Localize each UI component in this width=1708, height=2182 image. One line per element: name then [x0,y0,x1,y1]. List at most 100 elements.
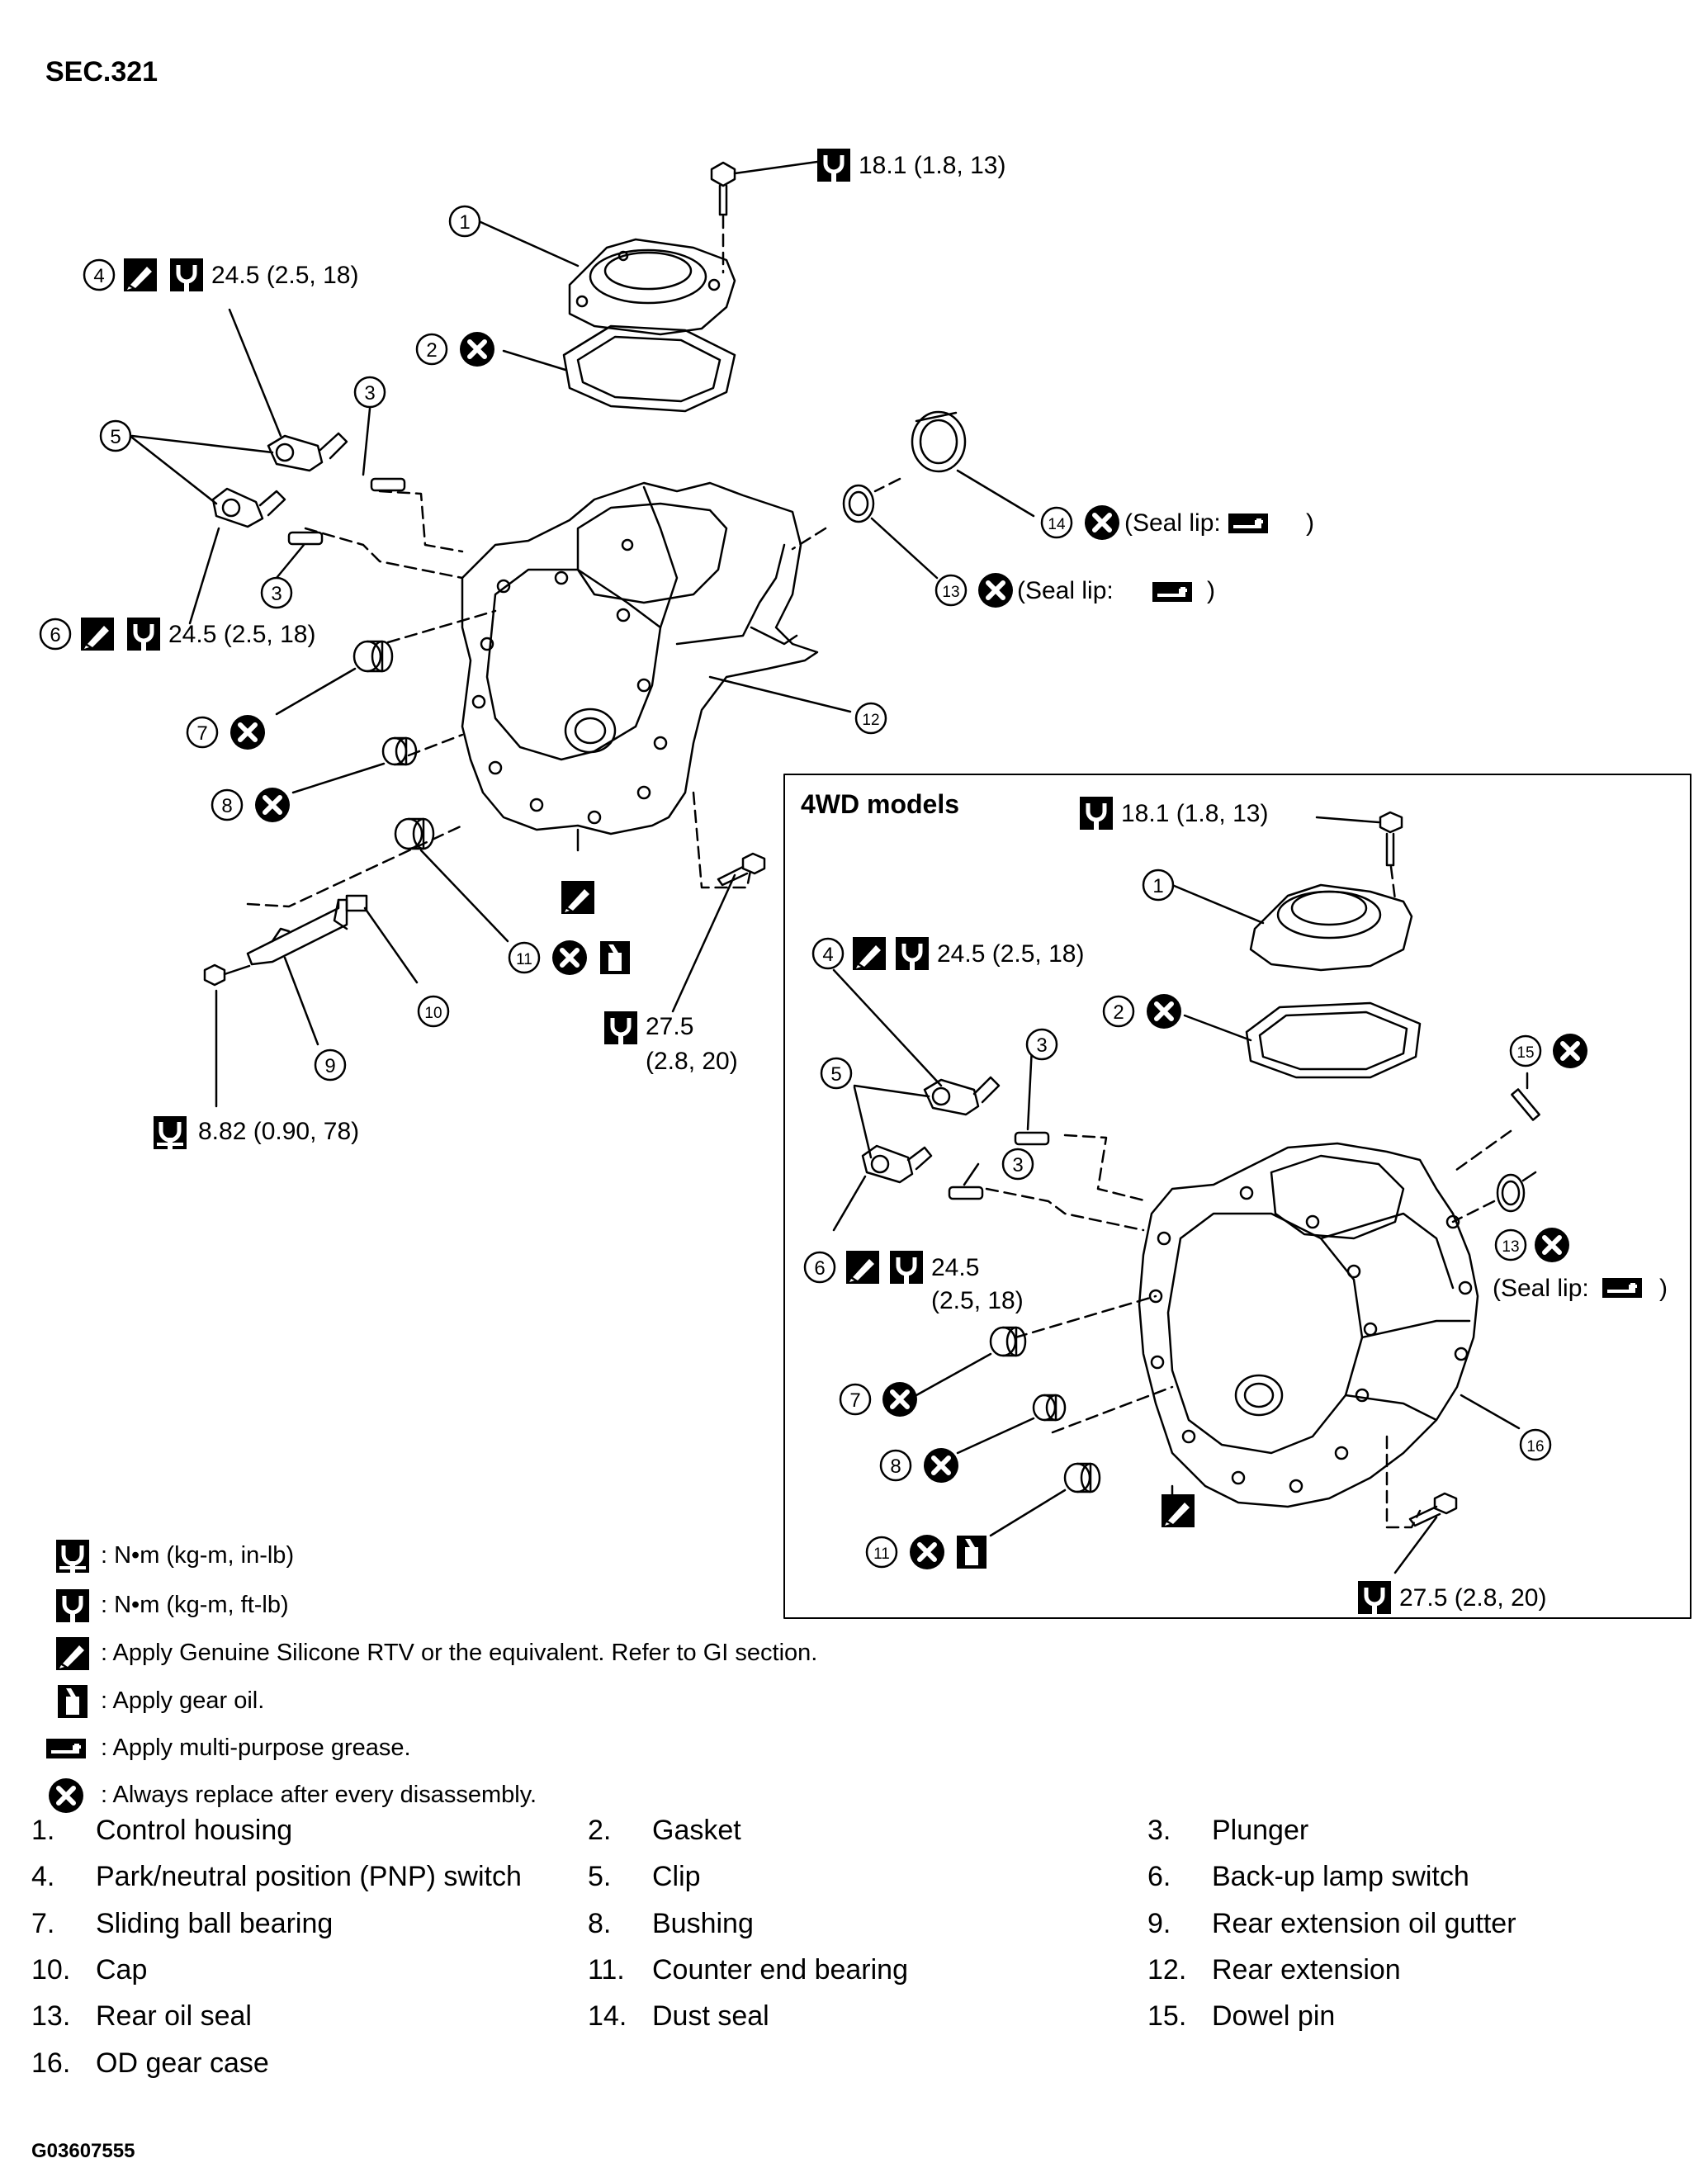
svg-text:1: 1 [459,211,470,234]
part-item: 10.Cap [31,1954,148,1986]
svg-text:1: 1 [1152,875,1163,897]
legend-icons [45,1540,89,1813]
inset-num-3a: 3 [1025,1028,1058,1061]
svg-text:9: 9 [324,1055,335,1077]
svg-text:15: 15 [1516,1044,1534,1062]
part-item: 4.Park/neutral position (PNP) switch [31,1861,522,1892]
num-1: 1 [448,205,481,238]
callout-texts: 18.1 (1.8, 13) 24.5 (2.5, 18) 24.5 (2.5,… [168,152,1668,1612]
svg-text:11: 11 [516,951,532,968]
svg-text:6: 6 [50,624,60,646]
svg-text:3: 3 [1012,1154,1023,1176]
section-title: SEC.321 [45,56,158,88]
main-icons [81,149,1270,1149]
inset-num-2: 2 [1102,995,1135,1028]
part-item: 5.Clip [588,1861,701,1892]
legend-text-grease: : Apply multi-purpose grease. [101,1735,411,1761]
inset-icons [846,797,1644,1614]
num-9: 9 [314,1048,347,1082]
svg-text:13: 13 [1502,1238,1519,1256]
inset-num-5: 5 [820,1057,853,1090]
seal-14-close: ) [1306,509,1314,537]
figure-code: G03607555 [31,2140,135,2162]
svg-text:4: 4 [93,265,104,287]
seal-13-text: (Seal lip: [1017,577,1114,604]
legend-text-gear-oil: : Apply gear oil. [101,1687,265,1714]
part-numbers: 1 2 3 3 4 5 6 7 8 9 10 11 12 13 14 1 2 3… [39,205,1552,1569]
num-4: 4 [83,258,116,291]
num-3a: 3 [353,376,386,409]
svg-text:13: 13 [942,584,959,601]
svg-text:6: 6 [814,1257,825,1280]
num-2: 2 [415,333,448,366]
num-11: 11 [508,941,541,974]
part-item: 14.Dust seal [588,2000,769,2032]
inset-num-7: 7 [839,1383,872,1416]
num-6: 6 [39,618,72,651]
num-12: 12 [854,702,887,735]
torque-275-a: 27.5 [646,1013,693,1040]
num-7: 7 [186,716,219,749]
part-item: 12.Rear extension [1147,1954,1401,1986]
inset-torque-275: 27.5 (2.8, 20) [1399,1584,1546,1612]
svg-text:8: 8 [221,795,232,817]
svg-text:7: 7 [849,1389,860,1412]
torque-top: 18.1 (1.8, 13) [859,152,1005,179]
inset-num-6: 6 [803,1251,836,1284]
inset-torque-top: 18.1 (1.8, 13) [1121,800,1268,827]
svg-text:11: 11 [873,1545,890,1563]
part-item: 8.Bushing [588,1908,754,1939]
inset-num-8: 8 [879,1449,912,1482]
num-14: 14 [1040,506,1073,539]
inset-seal-13-text: (Seal lip: [1493,1275,1589,1302]
svg-text:5: 5 [830,1063,841,1086]
num-10: 10 [417,995,450,1028]
part-item: 11.Counter end bearing [588,1954,909,1986]
part-item: 9.Rear extension oil gutter [1147,1908,1516,1939]
legend-text-ft-lb: : N•m (kg-m, ft-lb) [101,1592,289,1618]
num-8: 8 [211,788,244,821]
torque-4: 24.5 (2.5, 18) [211,262,358,289]
svg-text:12: 12 [862,712,879,729]
part-item: 3.Plunger [1147,1815,1309,1846]
svg-text:4: 4 [822,944,833,966]
inset-title: 4WD models [801,789,959,819]
num-13: 13 [934,574,968,607]
svg-text:7: 7 [196,722,207,745]
legend-text-replace: : Always replace after every disassembly… [101,1782,537,1808]
svg-text:16: 16 [1526,1438,1544,1455]
num-3b: 3 [260,576,293,609]
torque-882: 8.82 (0.90, 78) [198,1118,359,1145]
inset-num-3b: 3 [1001,1148,1034,1181]
inset-torque-6a: 24.5 [931,1254,979,1281]
inset-num-4: 4 [811,937,845,970]
svg-text:14: 14 [1048,516,1066,533]
svg-text:2: 2 [1113,1001,1124,1024]
inset-num-11: 11 [865,1536,898,1569]
part-item: 13.Rear oil seal [31,2000,252,2032]
part-item: 15.Dowel pin [1147,2000,1336,2032]
seal-13-close: ) [1207,577,1215,604]
inset-torque-6b: (2.5, 18) [931,1287,1024,1314]
torque-275-b: (2.8, 20) [646,1048,738,1075]
inset-num-1: 1 [1142,869,1175,902]
part-item: 1.Control housing [31,1815,293,1846]
part-item: 7.Sliding ball bearing [31,1908,334,1939]
part-item: 2.Gasket [588,1815,741,1846]
svg-text:2: 2 [426,339,437,362]
inset-num-16: 16 [1519,1428,1552,1461]
svg-text:10: 10 [424,1005,442,1022]
num-5: 5 [99,419,132,452]
inset-num-15: 15 [1509,1034,1542,1067]
inset-seal-13-close: ) [1659,1275,1668,1302]
inset-num-13: 13 [1494,1228,1527,1261]
legend-text-sealant: : Apply Genuine Silicone RTV or the equi… [101,1640,818,1666]
inset-torque-4: 24.5 (2.5, 18) [937,940,1084,968]
svg-text:3: 3 [364,382,375,405]
svg-text:3: 3 [271,583,282,605]
torque-6: 24.5 (2.5, 18) [168,621,315,648]
svg-text:8: 8 [890,1455,901,1478]
seal-14-text: (Seal lip: [1124,509,1221,537]
part-item: 16.OD gear case [31,2047,269,2079]
